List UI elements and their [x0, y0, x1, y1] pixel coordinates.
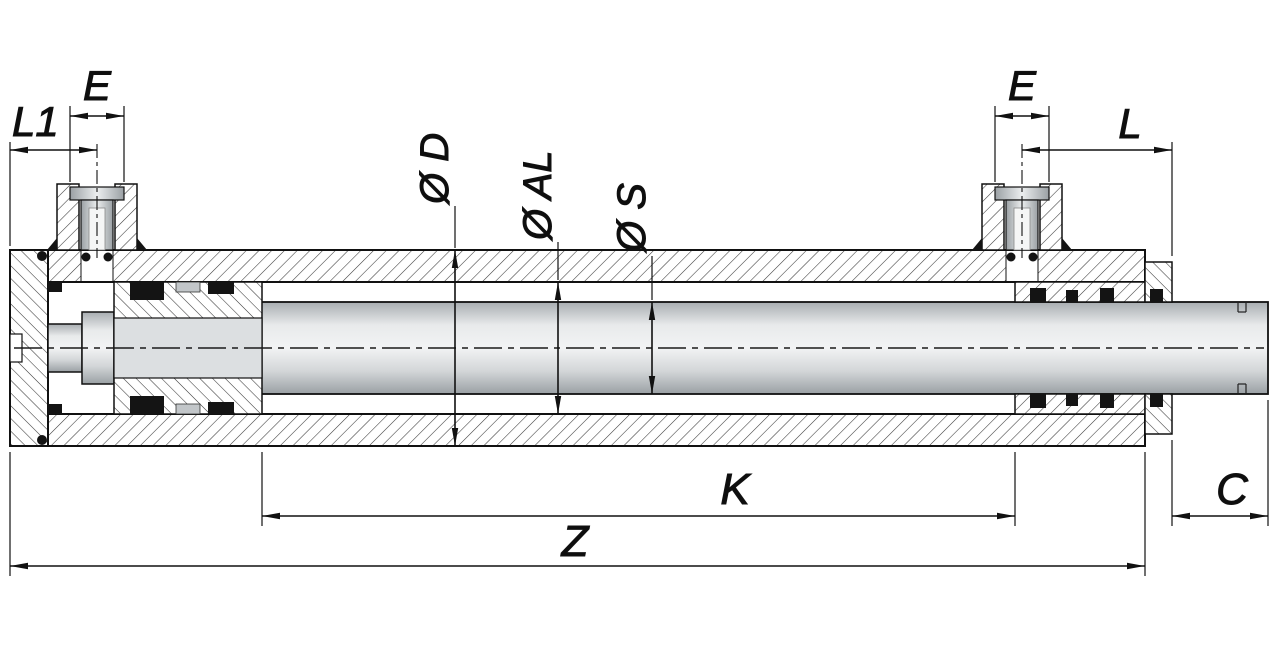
label-e-left: E — [83, 62, 112, 109]
piston-guide-bands — [175, 281, 201, 415]
weld-fillet — [47, 238, 57, 250]
label-dia-al: Ø AL — [516, 150, 560, 242]
barrel-top-wall — [9, 249, 1146, 283]
dimension-z: Z — [9, 452, 1146, 576]
rod-seals — [1030, 288, 1163, 408]
label-e-right: E — [1008, 62, 1037, 109]
label-l1: L1 — [12, 98, 59, 145]
barrel-bottom-wall — [9, 413, 1146, 447]
dimension-e-right: E — [994, 62, 1050, 182]
port-right — [972, 183, 1072, 251]
dimension-c: C — [1171, 400, 1269, 526]
rod-gland — [1014, 261, 1173, 435]
weld-fillet — [972, 238, 982, 250]
label-l: L — [1118, 100, 1141, 147]
dimension-dia-d: Ø D — [413, 132, 459, 446]
weld-bead — [37, 251, 47, 261]
label-dia-d: Ø D — [413, 133, 457, 206]
dimension-e-left: E — [69, 62, 125, 182]
rod-end-groove — [1237, 303, 1247, 393]
static-seal — [48, 282, 62, 292]
static-seal — [48, 404, 62, 414]
piston-seals — [130, 282, 234, 414]
weld-bead — [37, 435, 47, 445]
label-dia-s: Ø S — [610, 183, 654, 254]
cylinder-assembly — [9, 183, 1269, 447]
dimensions: L1 E E L Ø D Ø AL — [9, 62, 1269, 576]
dimension-l1: L1 — [9, 98, 98, 258]
dimension-k: K — [261, 452, 1016, 526]
weld-fillet — [137, 238, 147, 250]
weld-fillet — [1062, 238, 1072, 250]
dimension-dia-al: Ø AL — [516, 150, 562, 414]
label-z: Z — [561, 517, 591, 566]
label-k: K — [720, 465, 751, 514]
label-c: C — [1216, 465, 1249, 514]
dimension-dia-s: Ø S — [610, 182, 656, 394]
dimension-l: L — [1021, 100, 1173, 258]
